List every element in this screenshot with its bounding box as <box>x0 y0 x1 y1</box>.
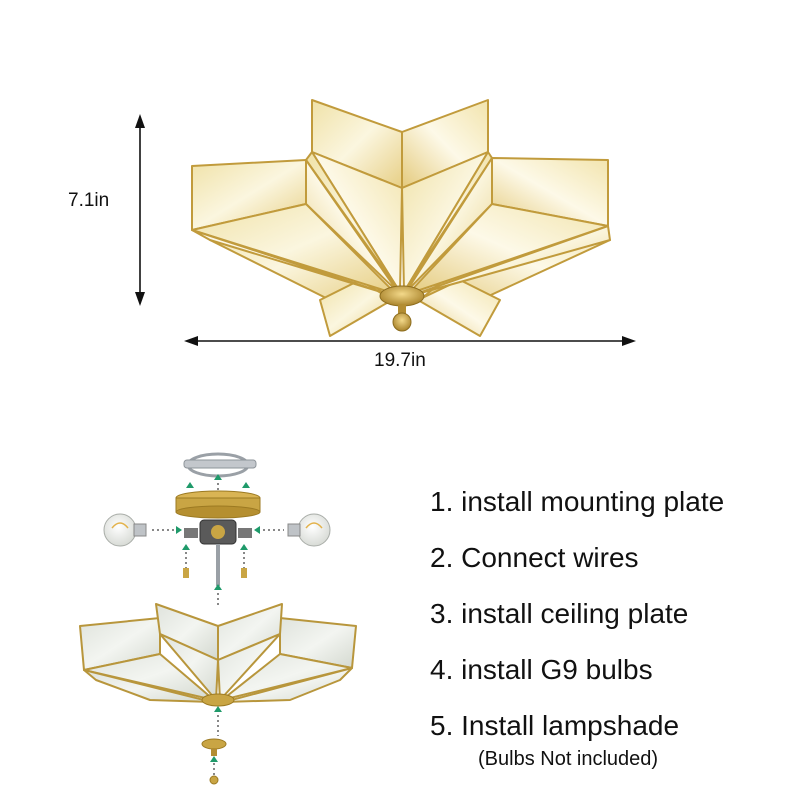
product-dimension-view: 7.1in 19.7in <box>68 99 636 371</box>
step-3: 3. install ceiling plate <box>430 598 689 629</box>
mounting-screws-icon <box>182 544 248 578</box>
lampshade-icon <box>79 603 357 703</box>
right-g9-bulb-icon <box>287 513 331 547</box>
mounting-bracket-icon <box>183 452 257 478</box>
ceiling-plate-icon <box>175 490 261 519</box>
height-label: 7.1in <box>68 190 110 211</box>
installation-steps-list: 1. install mounting plate 2. Connect wir… <box>430 474 790 754</box>
bulbs-not-included-note: (Bulbs Not included) <box>478 748 659 770</box>
star-ceiling-lamp-image <box>191 99 611 337</box>
step-2: 2. Connect wires <box>430 542 639 573</box>
step-4: 4. install G9 bulbs <box>430 654 653 685</box>
socket-cluster-icon <box>184 519 252 586</box>
step-1: 1. install mounting plate <box>430 486 725 517</box>
step-5: 5. Install lampshade <box>430 710 680 741</box>
finial-icon <box>201 738 227 756</box>
width-label: 19.7in <box>374 350 426 371</box>
height-dimension-arrow <box>135 114 636 346</box>
left-g9-bulb-icon <box>103 513 147 547</box>
